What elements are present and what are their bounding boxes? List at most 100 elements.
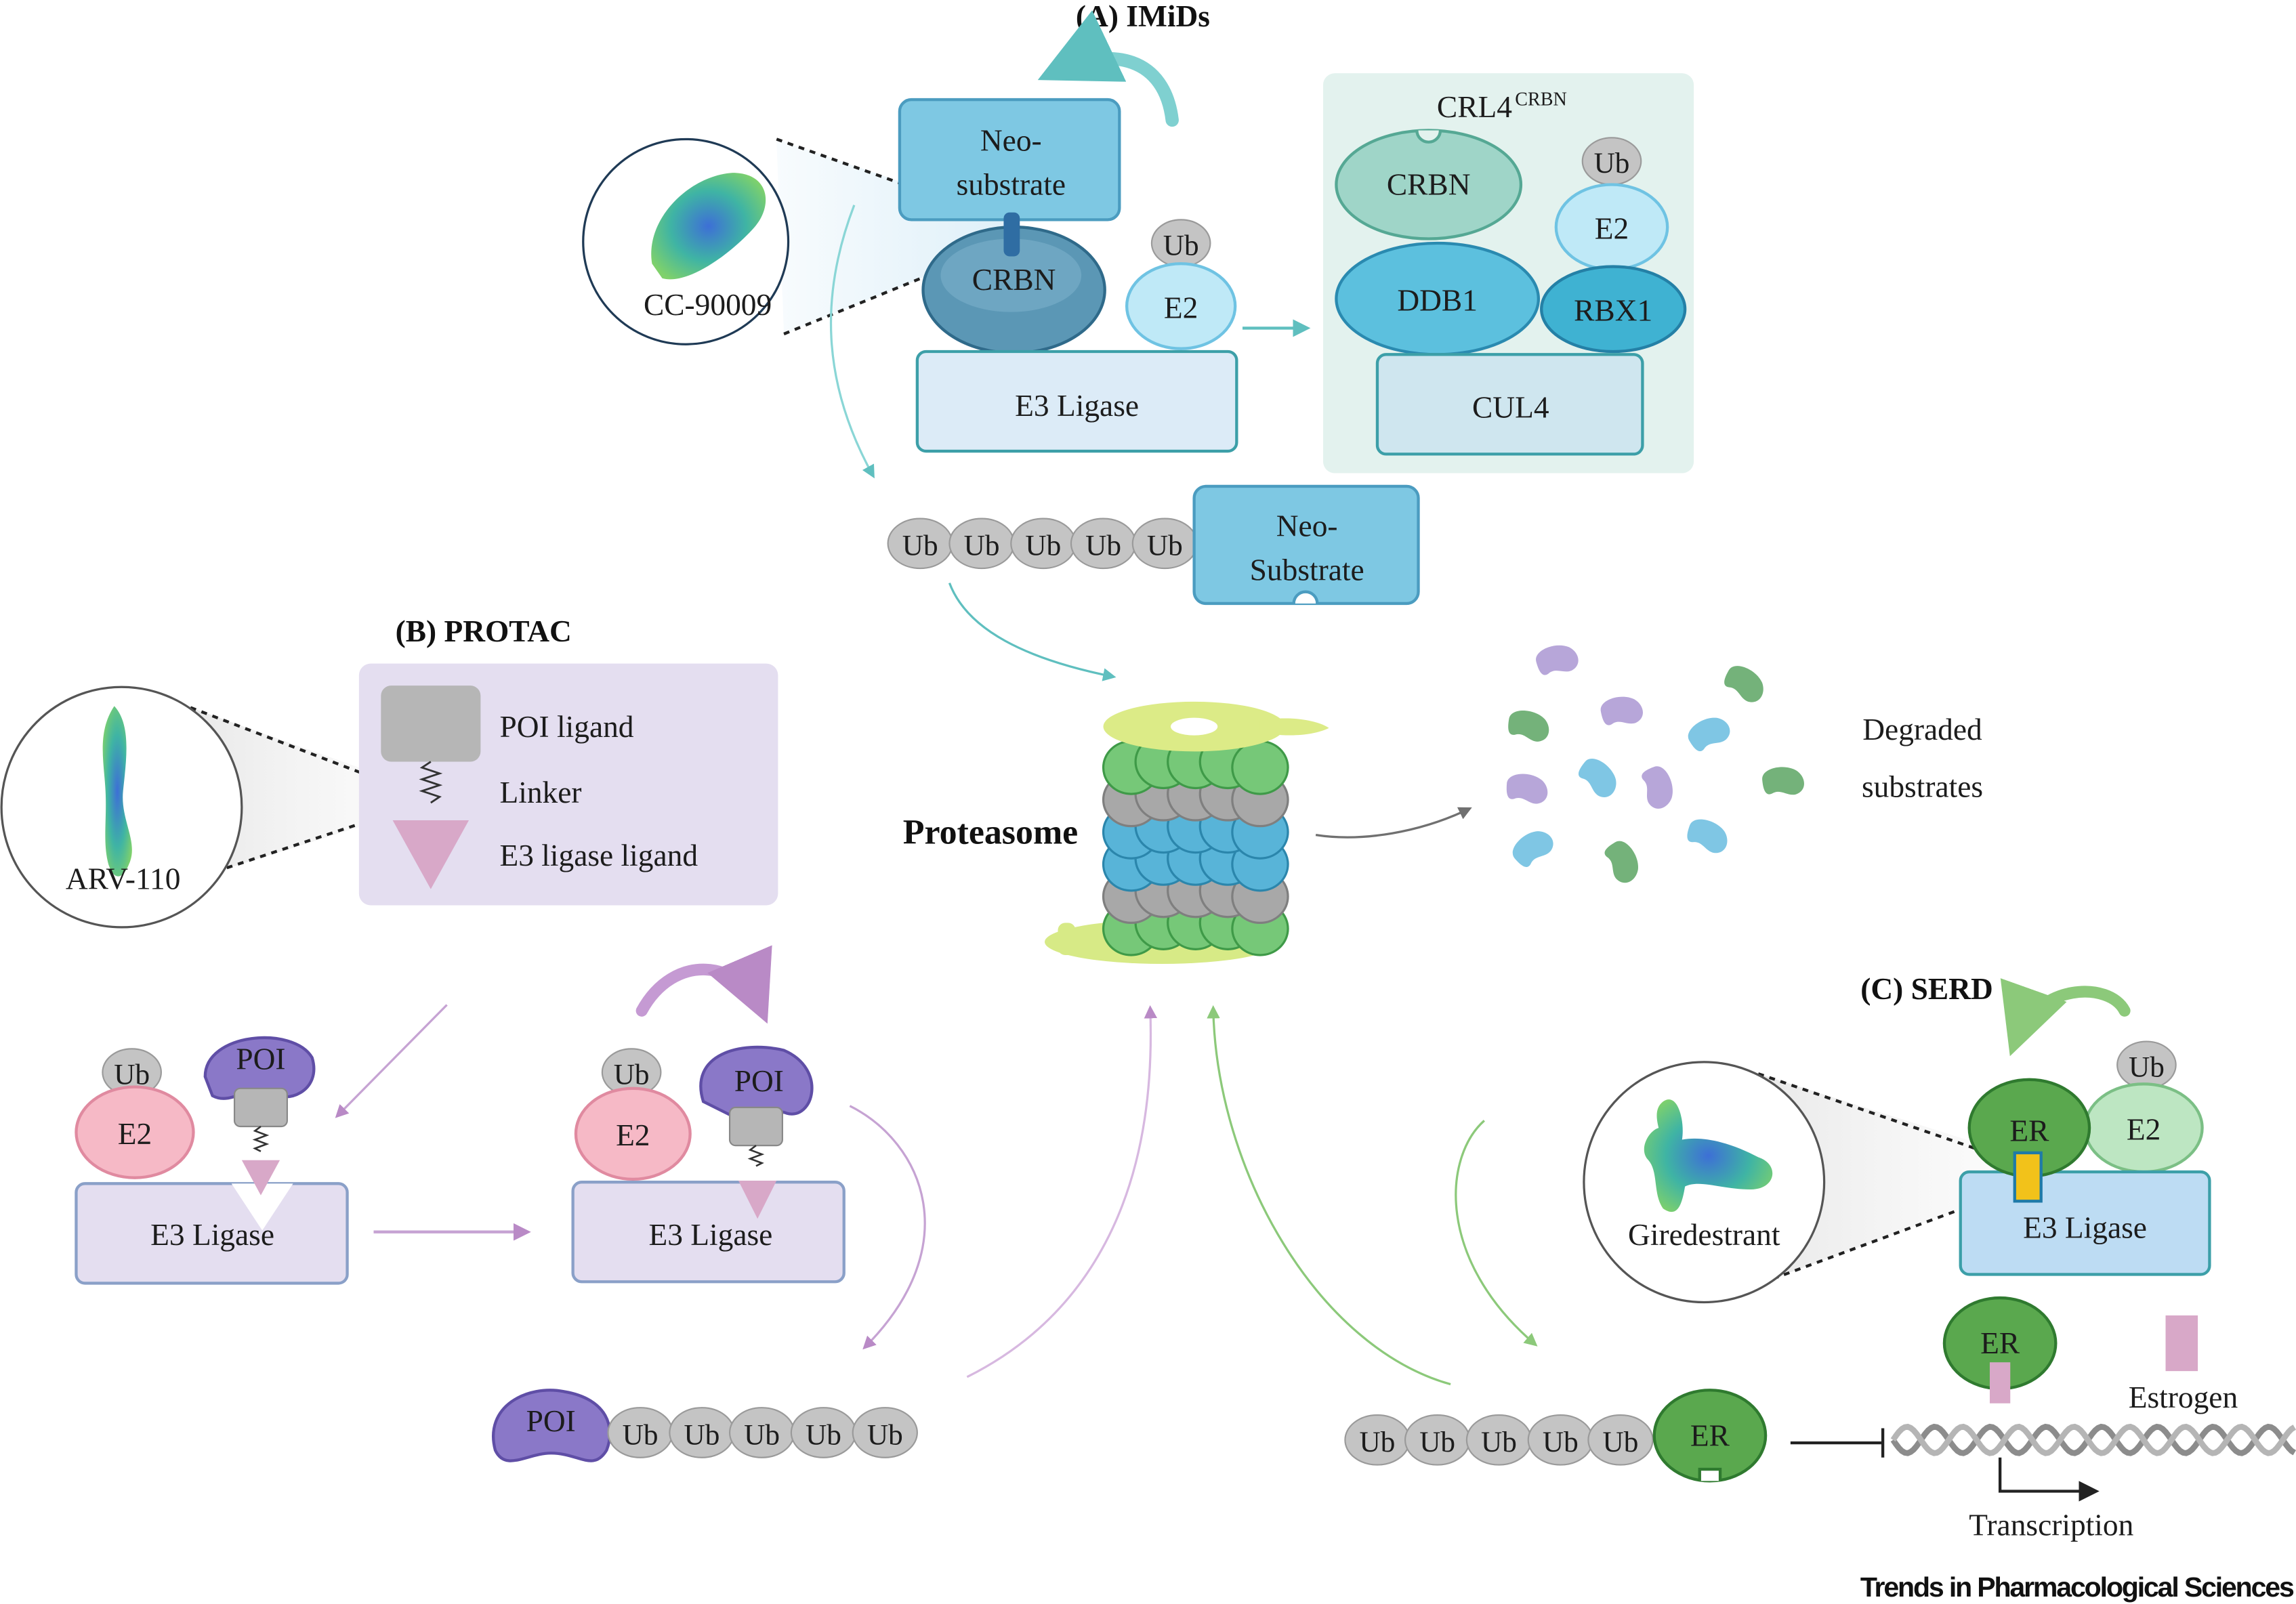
imids-title: (A) IMiDs xyxy=(1076,0,1210,33)
arrow-to-degraded xyxy=(1315,807,1472,839)
proteasome: Proteasome xyxy=(903,701,1329,964)
molecule-label-a: CC-90009 xyxy=(644,288,772,322)
poi-chain-ub-3: Ub xyxy=(806,1418,841,1451)
arrow-to-proteasome-a xyxy=(948,583,1116,681)
degraded-label-1: Degraded xyxy=(1862,713,1982,746)
poi-ub-chain: POI Ub Ub Ub Ub Ub xyxy=(492,1389,918,1462)
poi-chain-label: POI xyxy=(526,1404,576,1438)
e3-ligase-a-label: E3 Ligase xyxy=(1015,389,1139,423)
giredestrant-marker xyxy=(2013,1151,2043,1203)
proteasome-label: Proteasome xyxy=(903,814,1078,852)
neo-substrate-box xyxy=(898,98,1121,221)
e2-a xyxy=(1125,262,1237,350)
er-ub-chain: Ub Ub Ub Ub Ub ER xyxy=(1344,1389,1768,1483)
serd-ub-label: Ub xyxy=(2129,1051,2165,1083)
c2-e3-label: E3 Ligase xyxy=(649,1218,773,1252)
zoom-line-c2 xyxy=(1772,1185,2023,1280)
recycle-arrow-a xyxy=(1037,10,1179,127)
recycle-arrow-c xyxy=(2000,978,2131,1057)
arrow-to-ub-chain-a xyxy=(829,205,875,479)
c1-e3-label: E3 Ligase xyxy=(150,1218,274,1252)
e3-ligase-ligand-icon xyxy=(392,820,469,889)
crl4-ub-label: Ub xyxy=(1594,147,1630,180)
serd-e2-label: E2 xyxy=(2127,1112,2161,1146)
crbn-label: CRBN xyxy=(972,263,1056,297)
serd-er-label: ER xyxy=(2009,1114,2049,1148)
protac-complex-2: Ub E2 E3 Ligase POI xyxy=(571,945,846,1284)
ub-chain-a-1: Ub xyxy=(964,530,1000,562)
crl4-title: CRL4 xyxy=(1437,90,1512,124)
zoom-wedge-b xyxy=(190,707,428,879)
degraded-fragments xyxy=(1506,645,1804,883)
poi-chain-ub-1: Ub xyxy=(684,1418,720,1451)
c2-e2-label: E2 xyxy=(616,1118,650,1152)
er-chain-ub-2: Ub xyxy=(1481,1426,1517,1458)
degraded-label-2: substrates xyxy=(1862,769,1983,803)
poi-chain-ub-0: Ub xyxy=(623,1418,659,1451)
cc-90009-glue-marker xyxy=(1003,212,1020,257)
c1-ub-label: Ub xyxy=(114,1058,150,1091)
estrogen-label: Estrogen xyxy=(2129,1380,2238,1414)
crl4-cul4 xyxy=(1375,353,1644,456)
neo-substrate-label-2: substrate xyxy=(957,168,1066,202)
serd-title: (C) SERD xyxy=(1860,972,1993,1006)
crl4-rbx1 xyxy=(1540,265,1687,354)
ub-chain-a-4: Ub xyxy=(1147,530,1183,562)
ub-chain-a-2: Ub xyxy=(1025,530,1061,562)
e2-a-label: E2 xyxy=(1164,291,1198,324)
neo-substrate-ub-label-1: Neo- xyxy=(1276,509,1338,543)
er-chain-ub-3: Ub xyxy=(1543,1426,1579,1458)
er-chain-label: ER xyxy=(1690,1418,1730,1452)
crl4-crbn-label: CRBN xyxy=(1387,168,1471,202)
poi-chain-ub-2: Ub xyxy=(744,1418,780,1451)
protac-complex-1: Ub E2 E3 Ligase POI xyxy=(75,1036,349,1285)
ub-chain-a: Ub Ub Ub Ub Ub xyxy=(887,518,1198,570)
arrow-to-poi-chain xyxy=(849,1105,926,1350)
crl4-superscript: CRBN xyxy=(1515,89,1567,110)
crl4-cul4-label: CUL4 xyxy=(1472,390,1549,424)
linker-icon xyxy=(419,761,443,804)
arv-110-structure-icon xyxy=(102,706,132,877)
molecule-label-c: Giredestrant xyxy=(1628,1218,1780,1252)
crl4-e2-label: E2 xyxy=(1595,211,1629,245)
ub-chain-a-0: Ub xyxy=(902,530,938,562)
transcription-arrow xyxy=(1998,1457,2100,1502)
zoom-wedge-c xyxy=(1758,1074,2022,1279)
arrow-poi-to-proteasome xyxy=(966,1005,1158,1378)
giredestrant-structure-icon xyxy=(1644,1099,1773,1212)
arrow-er-to-proteasome xyxy=(1207,1005,1451,1386)
er-chain-ub-0: Ub xyxy=(1360,1426,1396,1458)
free-er-label: ER xyxy=(1980,1326,2020,1360)
molecule-label-b: ARV-110 xyxy=(66,862,181,896)
panel-serd: (C) SERD Giredestrant Ub E2 E3 Ligase ER… xyxy=(1207,972,2296,1542)
arrow-legend-to-complex xyxy=(335,1004,448,1118)
zoom-wedge-a xyxy=(776,139,1011,335)
estrogen-icon xyxy=(2165,1315,2198,1372)
ub-a-label: Ub xyxy=(1163,229,1199,261)
protac-title: (B) PROTAC xyxy=(396,614,572,648)
legend-e3-ligand: E3 ligase ligand xyxy=(499,839,698,872)
e3-ligase-a xyxy=(915,350,1238,453)
neo-substrate-label-1: Neo- xyxy=(980,124,1042,158)
er-chain-ub-4: Ub xyxy=(1603,1426,1639,1458)
crl4-rbx1-label: RBX1 xyxy=(1574,294,1652,328)
poi-chain-ub-4: Ub xyxy=(867,1418,903,1451)
c1-e2-label: E2 xyxy=(118,1117,152,1151)
ub-chain-a-3: Ub xyxy=(1085,530,1121,562)
panel-imids: (A) IMiDs CC-90009 Neo- substrate CRBN U… xyxy=(582,0,1694,681)
neo-substrate-ub-label-2: Substrate xyxy=(1250,553,1364,587)
bound-estrogen xyxy=(1989,1362,2011,1404)
dna-helix xyxy=(1890,1423,2296,1456)
legend-linker: Linker xyxy=(499,776,581,809)
legend-poi-ligand: POI ligand xyxy=(499,710,633,744)
panel-protac: (B) PROTAC ARV-110 POI ligand Linker E3 … xyxy=(0,614,1158,1462)
serd-e3-label: E3 Ligase xyxy=(2023,1210,2147,1244)
c1-poi-label: POI xyxy=(236,1042,285,1076)
arrow-to-er-chain xyxy=(1455,1120,1538,1347)
cc-90009-structure-icon xyxy=(651,173,766,280)
poi-ligand-icon xyxy=(381,685,481,762)
journal-brand: Trends in Pharmacological Sciences xyxy=(1860,1571,2294,1603)
c2-ub-label: Ub xyxy=(614,1058,650,1091)
crl4-ddb1-label: DDB1 xyxy=(1397,283,1478,317)
